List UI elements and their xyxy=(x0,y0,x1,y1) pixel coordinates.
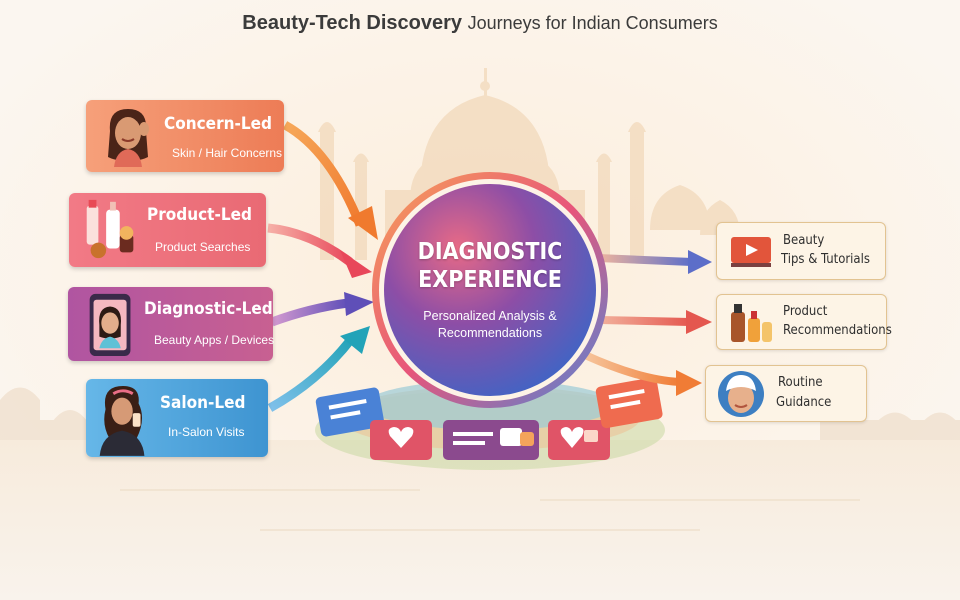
title-light: Journeys for Indian Consumers xyxy=(467,13,718,33)
woman-touching-hair-icon xyxy=(108,109,149,167)
entry-label-concern: Concern-Led xyxy=(164,114,272,134)
arrow-concern-to-center xyxy=(282,121,378,240)
arrow-salon-to-center xyxy=(267,326,370,412)
center-diagnostic-circle xyxy=(372,172,608,408)
arrow-center-to-routine xyxy=(583,351,702,396)
entry-card-product-led: Product-Led Product Searches xyxy=(69,193,266,267)
product-bottles-icon xyxy=(731,304,772,342)
video-play-icon xyxy=(731,237,771,267)
entry-label-salon: Salon-Led xyxy=(160,393,246,413)
entry-card-concern-led: Concern-Led Skin / Hair Concerns xyxy=(86,100,284,172)
center-title-line2: EXPERIENCE xyxy=(418,267,562,293)
page-title: Beauty-Tech Discovery Journeys for India… xyxy=(0,12,960,35)
entry-sub-concern: Skin / Hair Concerns xyxy=(172,146,283,160)
center-sub-line2: Recommendations xyxy=(437,326,543,340)
entry-sub-product: Product Searches xyxy=(155,240,251,254)
title-bold: Beauty-Tech Discovery xyxy=(242,12,463,34)
output-routine-line1: Routine xyxy=(778,375,823,390)
floating-heart-card-2 xyxy=(548,420,610,460)
center-title-line1: DIAGNOSTIC xyxy=(417,239,563,265)
output-card-tips: Beauty Tips & Tutorials xyxy=(716,222,886,280)
output-tips-line2: Tips & Tutorials xyxy=(781,252,870,267)
output-routine-line2: Guidance xyxy=(776,395,832,410)
output-products-line1: Product xyxy=(783,304,828,319)
arrow-center-to-products xyxy=(599,310,712,334)
output-tips-line1: Beauty xyxy=(783,233,825,248)
entry-label-diagnostic: Diagnostic-Led xyxy=(144,299,273,319)
salon-woman-icon xyxy=(99,385,145,456)
floating-chat-card-center xyxy=(443,420,539,460)
floating-chat-card-right xyxy=(595,377,663,429)
floating-heart-card-1 xyxy=(370,420,432,460)
arrow-center-to-tips xyxy=(597,250,712,274)
arrow-diagnostic-to-center xyxy=(270,292,374,327)
face-towel-icon xyxy=(718,371,764,417)
entry-sub-diagnostic: Beauty Apps / Devices xyxy=(154,333,275,347)
output-products-line2: Recommendations xyxy=(783,323,892,338)
output-card-products: Product Recommendations xyxy=(716,294,892,350)
output-card-routine: Routine Guidance xyxy=(705,365,867,422)
phone-face-scan-icon xyxy=(89,293,131,357)
center-label: DIAGNOSTIC EXPERIENCE Personalized Analy… xyxy=(392,238,588,342)
floating-chat-card-left xyxy=(315,387,385,437)
arrow-product-to-center xyxy=(267,223,372,278)
cosmetic-bottles-icon xyxy=(86,199,134,259)
entry-card-diagnostic-led: Diagnostic-Led Beauty Apps / Devices xyxy=(68,287,275,361)
center-sub-line1: Personalized Analysis & xyxy=(423,309,557,323)
entry-label-product: Product-Led xyxy=(147,205,252,225)
entry-sub-salon: In-Salon Visits xyxy=(168,425,245,439)
entry-card-salon-led: Salon-Led In-Salon Visits xyxy=(86,379,268,457)
